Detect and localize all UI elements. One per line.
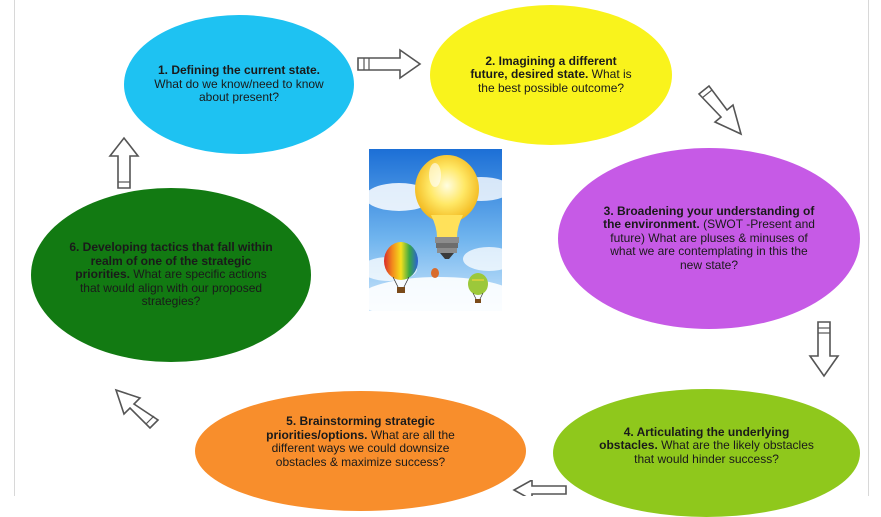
arrow-6-to-1-icon [108, 136, 140, 189]
step-1-description: What do we know/need to know about prese… [154, 76, 324, 105]
arrow-5-to-6-icon [114, 388, 160, 430]
step-2-title: 2. Imagining a different future, desired… [470, 53, 617, 82]
step-5-ellipse: 5. Brainstorming strategic priorities/op… [195, 391, 526, 511]
step-3-description: (SWOT -Present and future) What are plus… [610, 217, 815, 272]
arrow-1-to-2-icon [357, 48, 422, 80]
step-1-title: 1. Defining the current state. [157, 63, 321, 78]
step-5-title: 5. Brainstorming strategic priorities/op… [266, 414, 435, 442]
step-6-ellipse: 6. Developing tactics that fall within r… [31, 188, 311, 362]
arrow-2-to-3-icon [697, 84, 743, 136]
step-4-description: What are the likely obstacles that would… [634, 438, 814, 466]
step-3-ellipse: 3. Broadening your understanding of the … [558, 148, 860, 329]
step-2-description: What is the best possible outcome? [477, 67, 632, 95]
step-3-title: 3. Broadening your understanding of the … [603, 203, 815, 232]
step-5-description: What are all the different ways we could… [271, 427, 455, 469]
step-6-title: 6. Developing tactics that fall within r… [69, 240, 273, 282]
lightbulb-balloons-icon [369, 149, 502, 311]
arrow-4-to-5-icon [512, 480, 567, 496]
arrow-3-to-4-icon [808, 321, 840, 378]
step-2-ellipse: 2. Imagining a different future, desired… [430, 5, 672, 145]
step-6-description: What are specific actions that would ali… [79, 267, 267, 309]
step-4-title: 4. Articulating the underlying obstacles… [599, 424, 790, 453]
step-4-ellipse: 4. Articulating the underlying obstacles… [553, 389, 860, 517]
step-1-ellipse: 1. Defining the current state. What do w… [124, 15, 354, 154]
